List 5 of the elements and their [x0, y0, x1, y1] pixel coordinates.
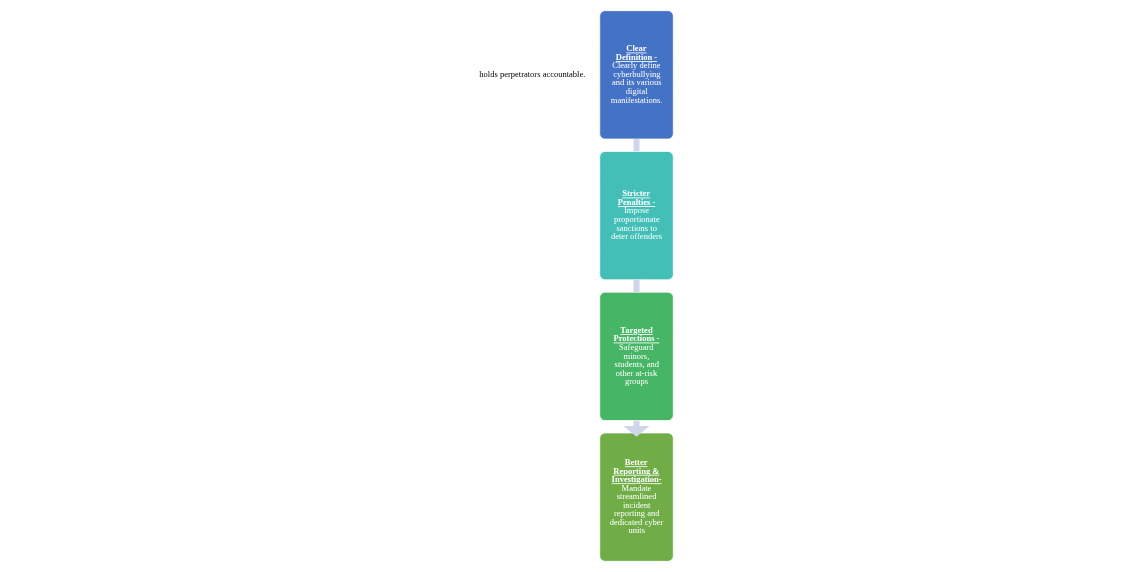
label: holds perpetrators accountable.	[478, 68, 585, 79]
node-box: Better Reporting & Investigation- Mandate streamlined incident reporting and dedicated cyber units	[598, 432, 674, 562]
node-box: Targeted Protections - Safeguard minors, students, and other at-risk groups	[598, 291, 674, 422]
node-box: Clear Definition - Clearly define cyberbullying and its various digital manifestations.	[598, 10, 674, 140]
node-box: Stricter Penalties - Impose proportionate sanctions to deter offenders	[598, 150, 674, 281]
